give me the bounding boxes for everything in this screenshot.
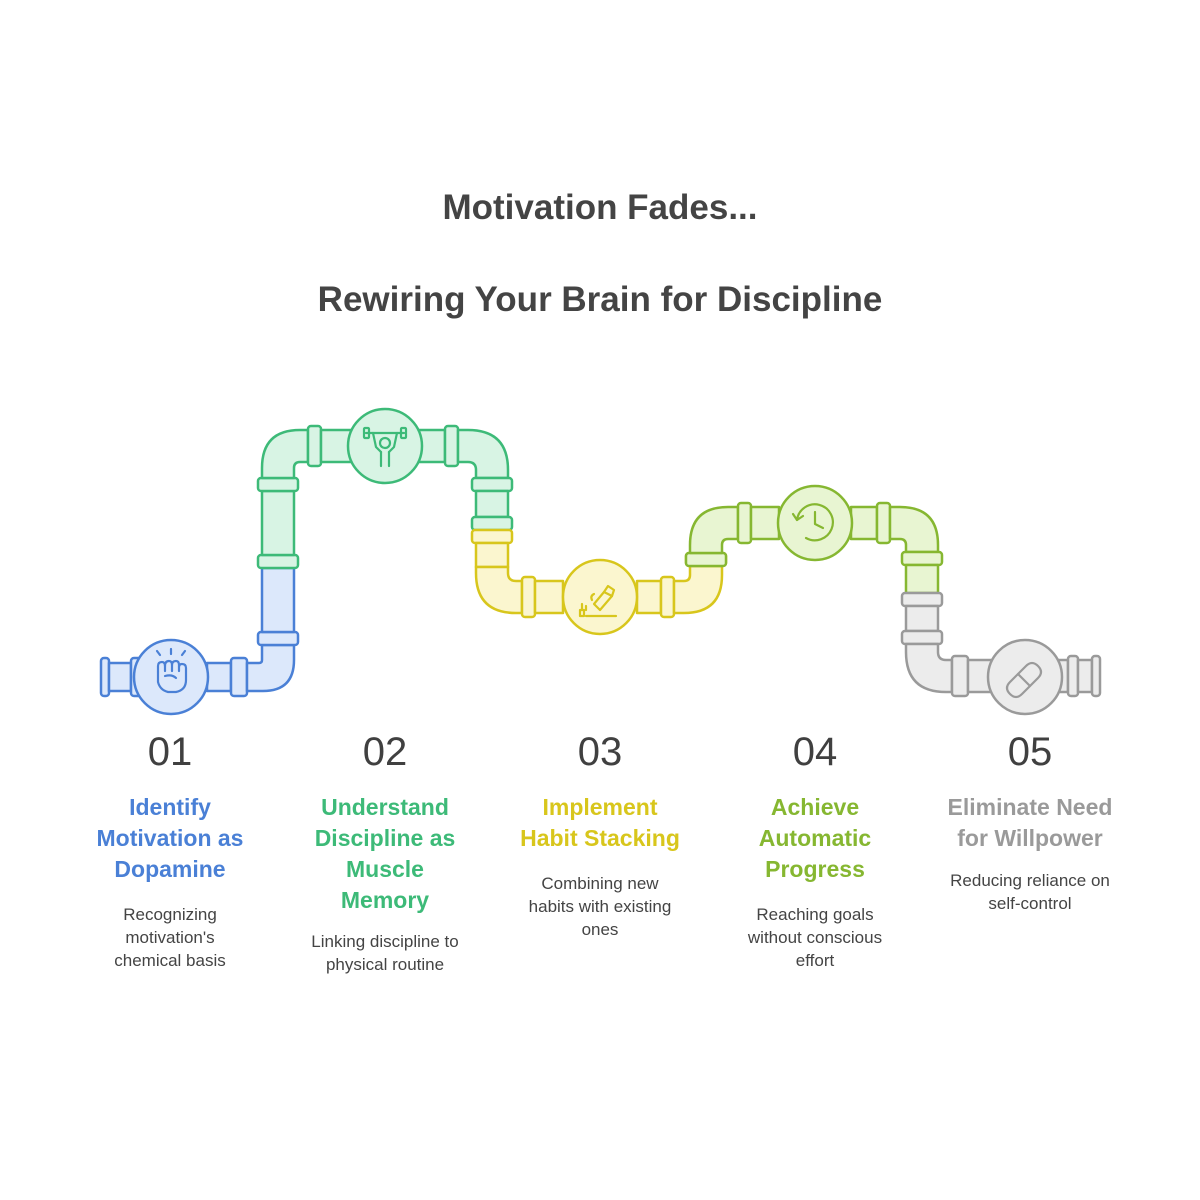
- step-3-label: Implement Habit Stacking: [520, 794, 680, 851]
- step-5-description: Reducing reliance on self-control: [950, 871, 1110, 913]
- step-2-label: Understand Discipline as Muscle Memory: [314, 794, 456, 913]
- step-4-label: Achieve Automatic Progress: [758, 794, 872, 882]
- pill-capsule-icon: [1005, 661, 1043, 699]
- step-5-number: 05: [1007, 730, 1053, 774]
- pipe-segment-gray: [900, 591, 1102, 698]
- step-1-number: 01: [147, 730, 193, 774]
- step-1-node: [132, 638, 210, 716]
- step-5-node: [986, 638, 1064, 716]
- step-3-number: 03: [577, 730, 623, 774]
- step-3-description: Combining new habits with existing ones: [528, 874, 672, 939]
- pipe-segment-yellow: [470, 528, 728, 619]
- step-4-node: [776, 484, 854, 562]
- step-1-description: Recognizing motivation's chemical basis: [114, 905, 226, 970]
- step-2-node: [346, 407, 424, 485]
- pipe-segment-lime: [684, 501, 944, 595]
- raised-fist-icon: [155, 647, 188, 694]
- step-4-number: 04: [792, 730, 838, 774]
- weightlifter-icon: [362, 426, 408, 468]
- step-4-description: Reaching goals without conscious effort: [747, 905, 883, 970]
- step-3-node: [561, 558, 639, 636]
- step-1-label: Identify Motivation as Dopamine: [96, 794, 244, 882]
- clock-history-icon: [791, 503, 834, 542]
- step-5-label: Eliminate Need for Willpower: [947, 794, 1113, 851]
- step-2-description: Linking discipline to physical routine: [311, 932, 459, 974]
- page-subtitle: Rewiring Your Brain for Discipline: [317, 280, 883, 319]
- pipe-segment-green: [256, 424, 514, 570]
- step-2-number: 02: [362, 730, 408, 774]
- toothbrush-toothpaste-icon: [578, 584, 618, 618]
- page-title: Motivation Fades...: [442, 188, 758, 227]
